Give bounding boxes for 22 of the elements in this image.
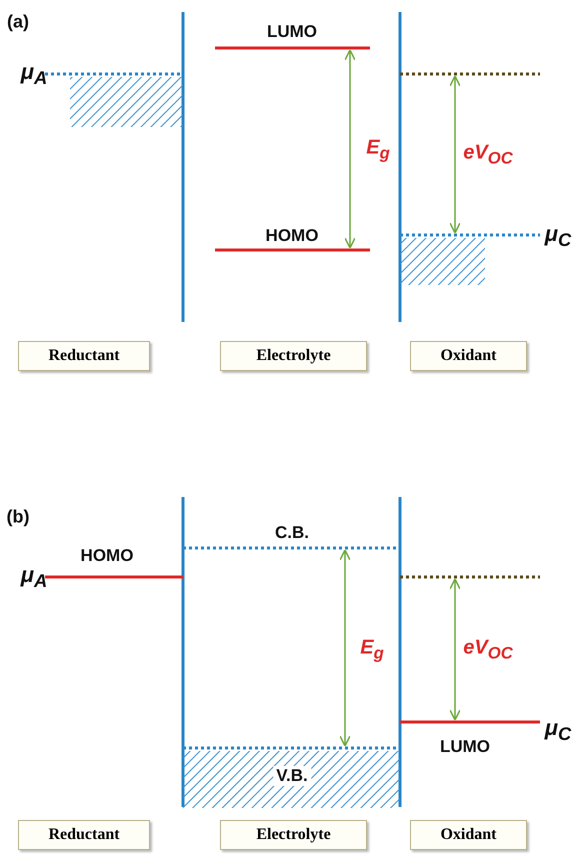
label-box: Electrolyte [220, 341, 367, 371]
label-box: Oxidant [410, 341, 527, 371]
level-label: LUMO [266, 22, 318, 42]
level-label: C.B. [275, 523, 309, 543]
level-label: HOMO [266, 226, 318, 246]
symbol-label: μ$_{C}$ [544, 714, 572, 746]
panel-label: (a) [7, 12, 29, 32]
symbol-label: μ$_{C}$ [544, 220, 572, 252]
label-box: Electrolyte [220, 820, 367, 850]
label-box: Reductant [18, 820, 150, 850]
panel-label: (b) [6, 506, 30, 528]
level-label: LUMO [440, 737, 490, 757]
level-label: HOMO [80, 546, 134, 566]
energy-label: eV$_{OC}$ [463, 636, 513, 664]
energy-label: eV$_{OC}$ [463, 142, 513, 168]
label-box: Reductant [18, 341, 150, 371]
energy-label: E$_{g}$ [360, 636, 384, 664]
symbol-label: μ$_{A}$ [20, 562, 48, 592]
label-box: Oxidant [410, 820, 527, 850]
symbol-label: μ$_{A}$ [20, 58, 48, 90]
energy-label: E$_{g}$ [366, 136, 390, 164]
level-label: V.B. [273, 766, 311, 786]
